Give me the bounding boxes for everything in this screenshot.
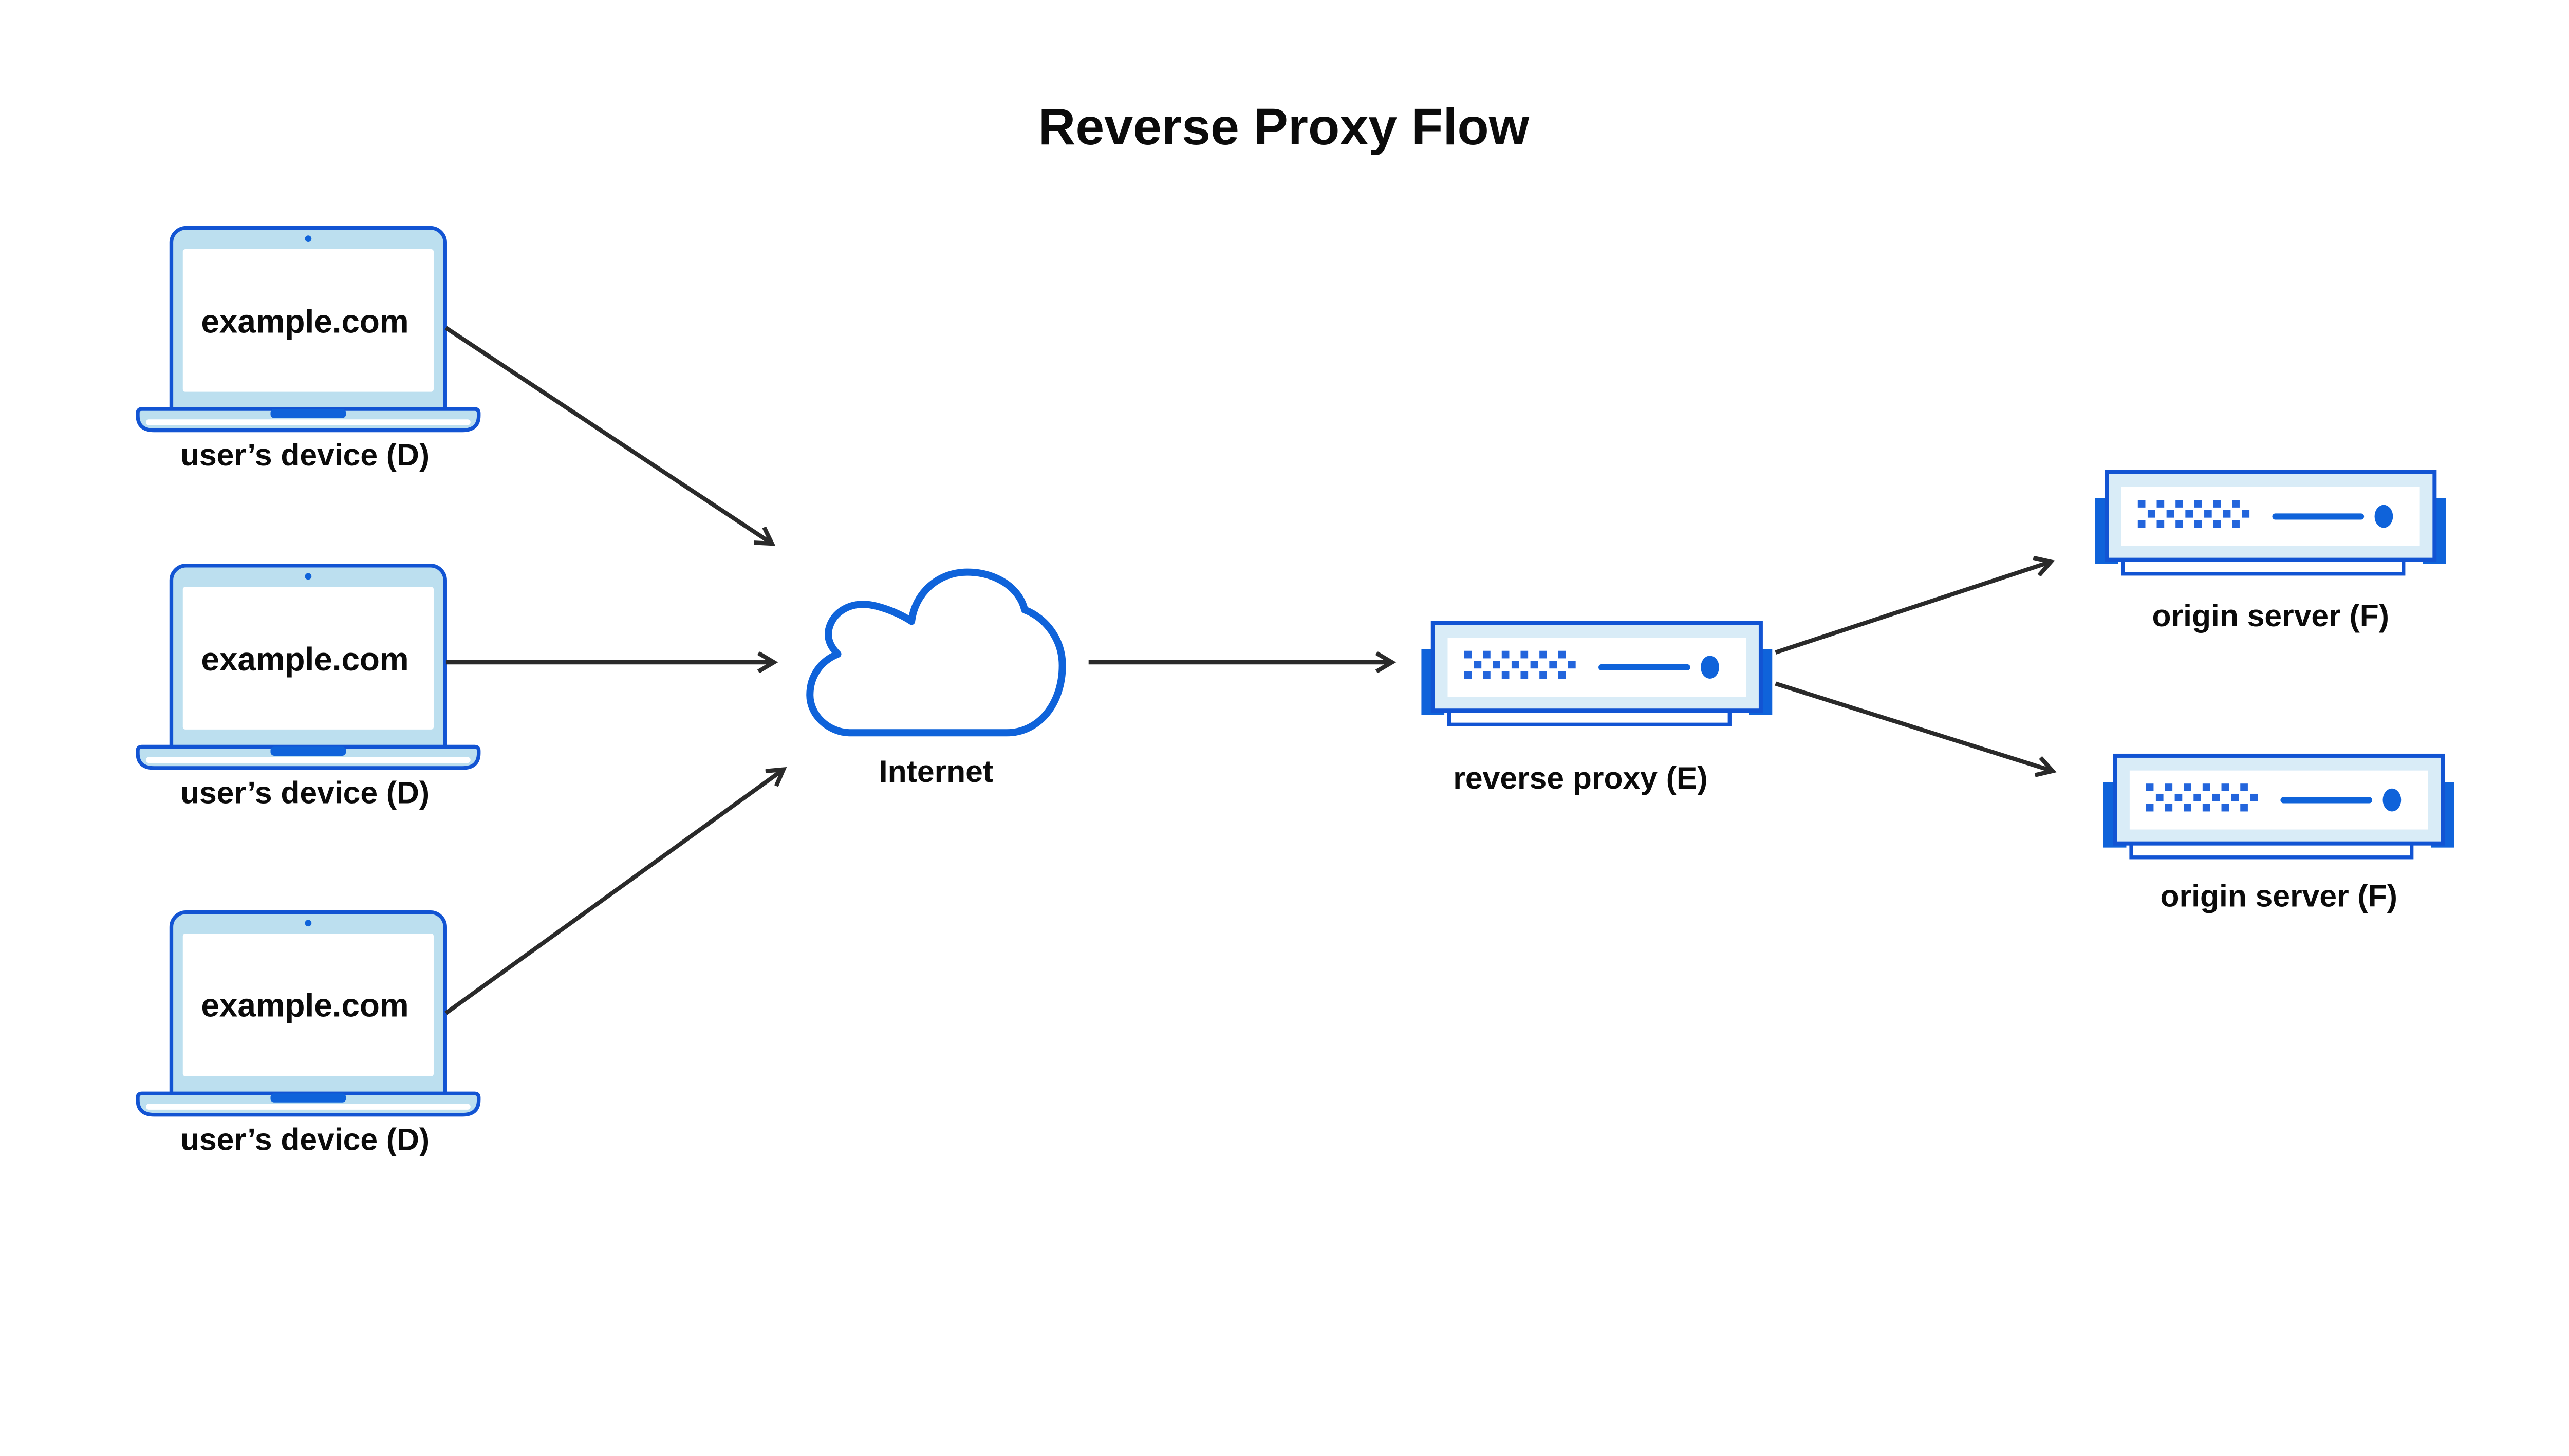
server-icon	[1421, 623, 1772, 725]
device-screen-label: example.com	[201, 641, 408, 678]
reverse-proxy-flow-diagram: Reverse Proxy Flow example.com user’s de…	[136, 98, 2456, 1157]
arrow-device1-to-internet	[444, 326, 771, 543]
arrow-proxy-to-origin2	[1775, 681, 2051, 771]
user-device-node-2: example.com user’s device (D)	[138, 566, 479, 810]
server-icon	[2103, 756, 2454, 857]
device-screen-label: example.com	[201, 303, 408, 340]
diagram-title: Reverse Proxy Flow	[1038, 98, 1530, 156]
reverse-proxy-label: reverse proxy (E)	[1453, 760, 1707, 795]
arrow-proxy-to-origin1	[1775, 562, 2050, 655]
diagram-canvas: Reverse Proxy Flow example.com user’s de…	[136, 98, 2456, 1157]
device-caption: user’s device (D)	[180, 775, 430, 810]
reverse-proxy-node: reverse proxy (E)	[1421, 623, 1772, 795]
origin-server-node-1: origin server (F)	[2095, 472, 2446, 633]
origin-server-node-2: origin server (F)	[2103, 756, 2454, 913]
user-device-node-3: example.com user’s device (D)	[138, 912, 479, 1156]
device-caption: user’s device (D)	[180, 437, 430, 472]
device-caption: user’s device (D)	[180, 1122, 430, 1156]
server-icon	[2095, 472, 2446, 574]
origin-server-label: origin server (F)	[2161, 879, 2397, 913]
origin-server-label: origin server (F)	[2152, 598, 2389, 633]
cloud-icon	[806, 568, 1066, 737]
device-screen-label: example.com	[201, 986, 408, 1023]
arrow-device3-to-internet	[444, 771, 782, 1015]
internet-label: Internet	[879, 754, 993, 789]
user-device-node-1: example.com user’s device (D)	[138, 228, 479, 472]
internet-node: Internet	[806, 568, 1066, 789]
